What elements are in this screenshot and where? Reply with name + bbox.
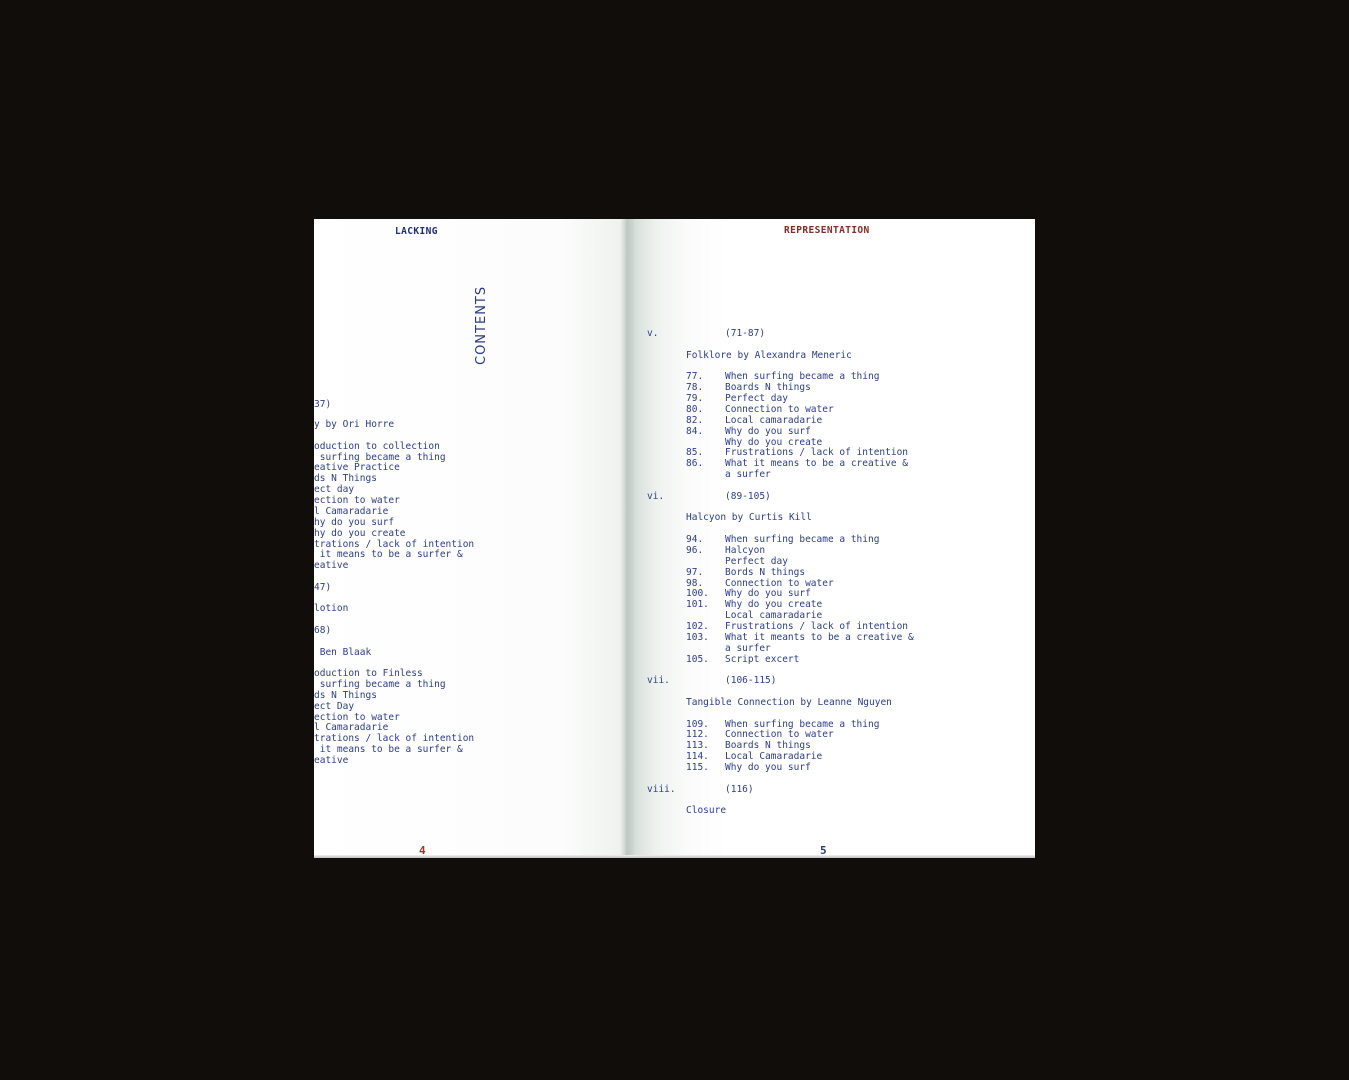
toc-item-page: 102. — [686, 620, 709, 632]
toc-item-page: 100. — [686, 588, 709, 600]
toc-item-page: 113. — [686, 740, 709, 752]
toc-chapter-title: Closure — [686, 805, 727, 817]
toc-item-page: 114. — [686, 751, 709, 763]
toc-item-page: 98. — [686, 577, 704, 589]
toc-item: Local Camaradarie — [725, 751, 823, 763]
toc-chapter-title: Tangible Connection by Leanne Nguyen — [686, 696, 892, 708]
toc-item-page: 101. — [686, 599, 709, 611]
gutter-shadow — [620, 219, 634, 858]
toc-item-page: 112. — [686, 729, 709, 741]
contents-title: CONTENTS — [474, 285, 489, 365]
toc-item-page: 97. — [686, 566, 704, 578]
toc-item-page: 77. — [686, 371, 704, 383]
page-number-left: 4 — [419, 844, 426, 857]
toc-item-page: 79. — [686, 393, 704, 405]
toc-line: ds N Things — [314, 473, 377, 484]
toc-line: Ben Blaak — [314, 647, 372, 658]
toc-line: oduction to Finless — [314, 668, 423, 679]
toc-item-page: 115. — [686, 762, 709, 773]
toc-line: ds N Things — [314, 690, 377, 701]
toc-item: Halcyon — [725, 545, 766, 556]
toc-item: Why do you create — [725, 599, 823, 611]
toc-item: Why do you surf — [725, 762, 811, 773]
toc-line: it means to be a surfer & — [314, 549, 463, 560]
toc-item: Local camaradarie — [725, 414, 823, 426]
left-page: LACKING CONTENTS 37) y by Ori Horre oducti… — [314, 219, 626, 858]
toc-line: 37) — [314, 399, 332, 410]
toc-line: l Camaradarie — [314, 722, 389, 733]
toc-item-page: 103. — [686, 631, 709, 643]
toc-item: Frustrations / lack of intention — [725, 620, 909, 632]
toc-page-range: (116) — [725, 783, 754, 795]
toc-item: What it means to be a creative & — [725, 458, 909, 470]
toc-line: ect Day — [314, 701, 355, 712]
toc-item: Why do you surf — [725, 588, 811, 600]
toc-item: Perfect day — [725, 393, 788, 405]
toc-item: a surfer — [725, 642, 771, 654]
toc-item-page: 86. — [686, 458, 704, 470]
toc-line: hy do you surf — [314, 517, 395, 528]
toc-item-page: 109. — [686, 718, 709, 730]
toc-line: trations / lack of intention — [314, 733, 475, 744]
toc-item: Connection to water — [725, 729, 834, 741]
toc-section-number: v. — [647, 328, 659, 339]
running-head-right: REPRESENTATION — [784, 225, 870, 236]
toc-line: y by Ori Horre — [314, 419, 395, 430]
toc-line: 68) — [314, 625, 332, 636]
toc-line: ect day — [314, 484, 355, 495]
toc-item-page: 78. — [686, 382, 704, 394]
toc-item: What it meants to be a creative & — [725, 631, 914, 643]
toc-item: Perfect day — [725, 555, 788, 567]
toc-item: When surfing became a thing — [725, 371, 880, 383]
toc-item: Connection to water — [725, 577, 834, 589]
toc-line: hy do you create — [314, 528, 406, 539]
toc-item: Script excert — [725, 653, 800, 665]
toc-section-number: vi. — [647, 490, 665, 502]
page-edge — [314, 855, 1035, 858]
toc-line: it means to be a surfer & — [314, 744, 463, 755]
toc-line: eative Practice — [314, 462, 400, 473]
toc-item: Connection to water — [725, 403, 834, 415]
running-head-left: LACKING — [395, 226, 438, 237]
toc-item: When surfing became a thing — [725, 534, 880, 546]
right-page: REPRESENTATION v. (71-87) Folklore by Alex… — [626, 219, 1035, 858]
page-number-right: 5 — [820, 844, 827, 857]
toc-section-number: viii. — [647, 783, 676, 795]
toc-line: 47) — [314, 582, 332, 593]
toc-item: When surfing became a thing — [725, 718, 880, 730]
book-spread: LACKING CONTENTS 37) y by Ori Horre oducti… — [314, 219, 1035, 858]
toc-line: surfing became a thing — [314, 679, 446, 690]
toc-page-range: (106-115) — [725, 675, 777, 687]
toc-item: a surfer — [725, 469, 771, 481]
toc-line: eative — [314, 560, 349, 571]
toc-page-range: (89-105) — [725, 490, 771, 502]
toc-page-range: (71-87) — [725, 328, 766, 339]
toc-item: Boards N things — [725, 740, 811, 752]
toc-item: Local camaradarie — [725, 610, 823, 622]
toc-line: eative — [314, 755, 349, 766]
toc-line: trations / lack of intention — [314, 539, 475, 550]
toc-item-page: 105. — [686, 653, 709, 665]
toc-chapter-title: Folklore by Alexandra Meneric — [686, 349, 852, 361]
toc-line: oduction to collection — [314, 441, 440, 452]
toc-line: surfing became a thing — [314, 452, 446, 463]
toc-item-page: 84. — [686, 425, 704, 437]
toc-item-page: 85. — [686, 447, 704, 459]
toc-item: Boards N things — [725, 382, 811, 394]
toc-chapter-title: Halcyon by Curtis Kill — [686, 512, 812, 524]
toc-item-page: 80. — [686, 403, 704, 415]
toc-line: lotion — [314, 603, 349, 614]
toc-item: Why do you create — [725, 436, 823, 448]
toc-item: Frustrations / lack of intention — [725, 447, 909, 459]
toc-item-page: 94. — [686, 534, 704, 546]
toc-item: Why do you surf — [725, 425, 811, 437]
toc-item: Bords N things — [725, 566, 806, 578]
toc-item-page: 82. — [686, 414, 704, 426]
toc-line: l Camaradarie — [314, 506, 389, 517]
toc-line: ection to water — [314, 712, 400, 723]
toc-section-number: vii. — [647, 675, 670, 687]
toc-line: ection to water — [314, 495, 400, 506]
toc-item-page: 96. — [686, 545, 704, 556]
